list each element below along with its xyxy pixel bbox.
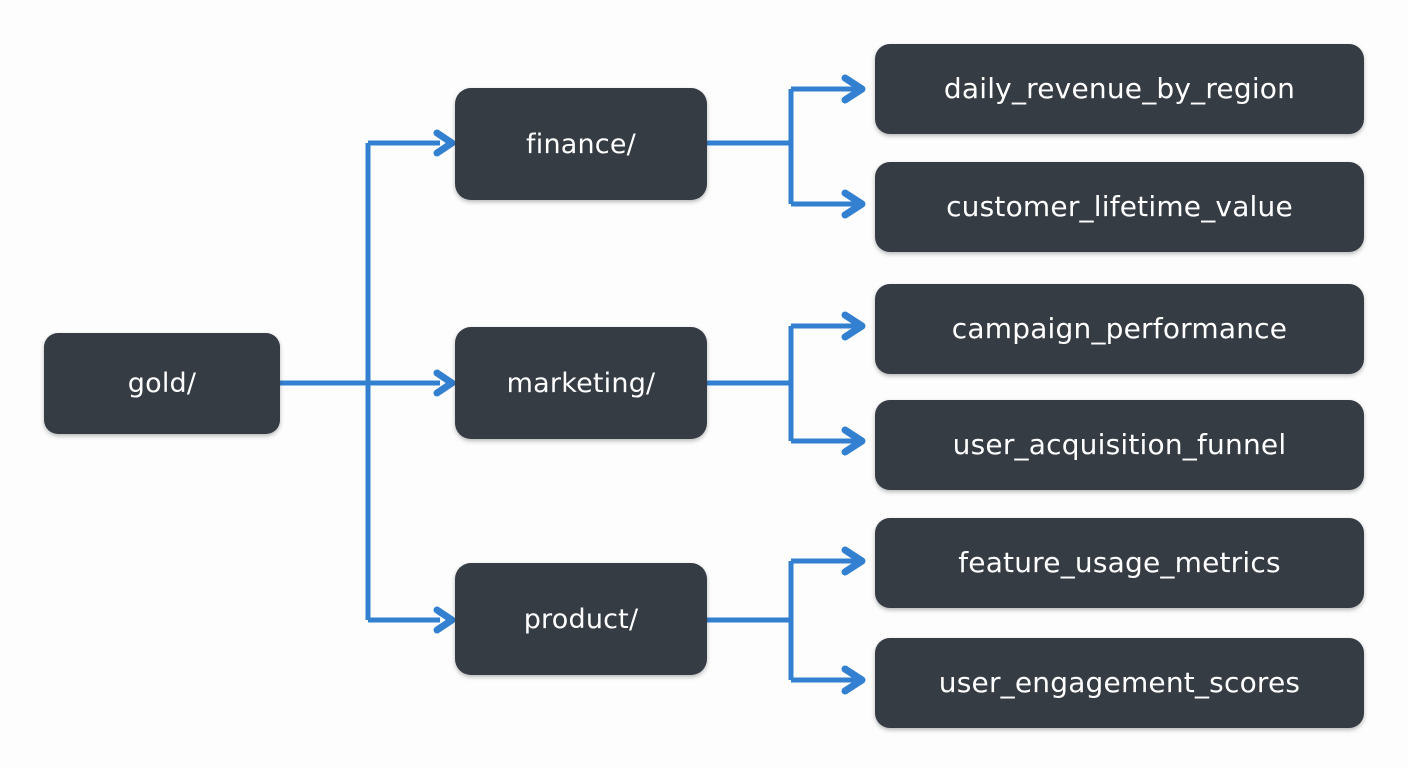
node-finance-label: finance/: [526, 128, 636, 160]
node-user-acquisition-funnel-label: user_acquisition_funnel: [952, 428, 1287, 461]
arrowhead-customer-lifetime-value-icon: [841, 189, 866, 219]
arrowhead-daily-revenue-by-region-icon: [841, 74, 866, 104]
node-feature-usage-metrics[interactable]: feature_usage_metrics: [875, 518, 1364, 608]
arrowhead-campaign-performance-icon: [841, 311, 866, 341]
node-user-acquisition-funnel[interactable]: user_acquisition_funnel: [875, 400, 1364, 490]
arrowhead-user-acquisition-funnel-icon: [841, 426, 866, 456]
node-gold-label: gold/: [127, 368, 197, 399]
node-customer-lifetime-value[interactable]: customer_lifetime_value: [875, 162, 1364, 252]
node-product-label: product/: [523, 603, 639, 635]
node-campaign-performance[interactable]: campaign_performance: [875, 284, 1364, 374]
node-finance[interactable]: finance/: [455, 88, 707, 200]
node-feature-usage-metrics-label: feature_usage_metrics: [958, 546, 1281, 579]
node-campaign-performance-label: campaign_performance: [951, 312, 1288, 345]
node-user-engagement-scores[interactable]: user_engagement_scores: [875, 638, 1364, 728]
node-marketing-label: marketing/: [506, 367, 656, 399]
arrowhead-finance-icon: [433, 129, 456, 157]
node-gold[interactable]: gold/: [44, 333, 280, 434]
node-user-engagement-scores-label: user_engagement_scores: [938, 666, 1301, 699]
node-daily-revenue-by-region[interactable]: daily_revenue_by_region: [875, 44, 1364, 134]
node-marketing[interactable]: marketing/: [455, 327, 707, 439]
node-customer-lifetime-value-label: customer_lifetime_value: [946, 190, 1293, 223]
arrowhead-marketing-icon: [433, 369, 456, 397]
arrowhead-user-engagement-scores-icon: [841, 665, 866, 695]
node-daily-revenue-by-region-label: daily_revenue_by_region: [943, 72, 1296, 105]
node-product[interactable]: product/: [455, 563, 707, 675]
arrowhead-product-icon: [433, 606, 456, 634]
arrowhead-feature-usage-metrics-icon: [841, 546, 866, 576]
